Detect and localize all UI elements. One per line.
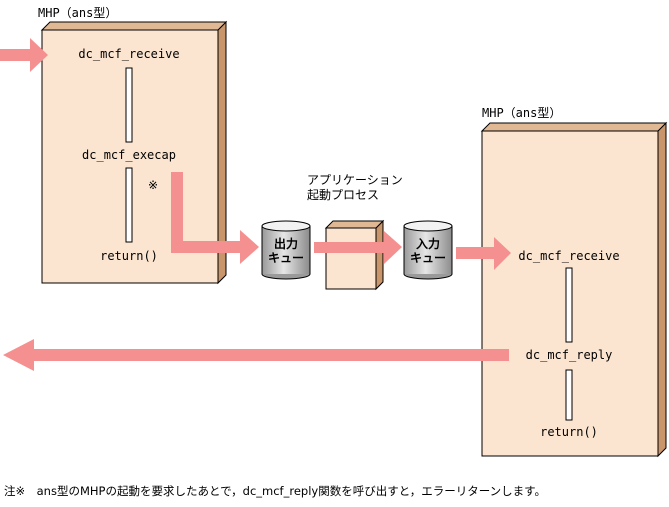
output-queue-cylinder	[261, 220, 311, 280]
app-process-box	[324, 219, 385, 291]
output-queue-line2: キュー	[267, 251, 304, 265]
mhp-left-title: MHP（ans型）	[38, 6, 118, 20]
right-func-return: return()	[540, 425, 598, 439]
mhp-right-title: MHP（ans型）	[482, 106, 562, 120]
mhp-left-box	[40, 20, 228, 285]
left-func-execap: dc_mcf_execap	[82, 148, 176, 162]
reply-return-arrow	[3, 339, 509, 371]
footnote: 注※ ans型のMHPの起動を要求したあとで，dc_mcf_reply関数を呼び…	[4, 484, 547, 498]
left-func-receive: dc_mcf_receive	[78, 47, 180, 61]
input-queue-line1: 入力	[415, 237, 440, 251]
app-process-caption: アプリケーション 起動プロセス	[307, 173, 403, 203]
input-queue-cylinder	[403, 220, 453, 280]
execap-to-output-queue-arrow	[171, 172, 259, 264]
left-func-return: return()	[100, 249, 158, 263]
input-queue-to-right-arrow	[456, 237, 511, 270]
mhp-right-box	[480, 121, 668, 458]
right-func-reply: dc_mcf_reply	[525, 348, 613, 362]
app-to-input-queue-arrow	[314, 231, 402, 264]
footnote-mark: ※	[148, 178, 159, 192]
incoming-arrow	[0, 38, 48, 72]
app-process-line2: 起動プロセス	[307, 188, 380, 202]
output-queue-label: 出力 キュー	[262, 237, 310, 265]
app-process-line1: アプリケーション	[307, 173, 403, 187]
right-func-receive: dc_mcf_receive	[518, 249, 620, 263]
input-queue-label: 入力 キュー	[404, 237, 452, 265]
input-queue-line2: キュー	[409, 251, 446, 265]
output-queue-line1: 出力	[273, 237, 298, 251]
